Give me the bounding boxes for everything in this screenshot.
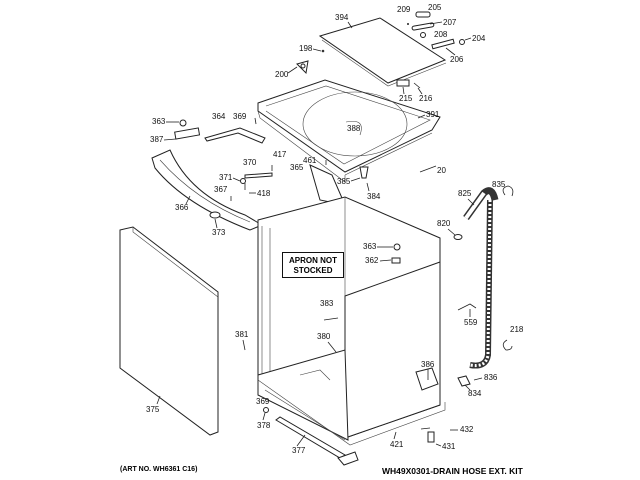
label-363-mid: 363 <box>363 242 377 251</box>
apron-note-line2: STOCKED <box>293 266 333 275</box>
label-204: 204 <box>472 34 486 43</box>
label-20: 20 <box>437 166 446 175</box>
apron-not-stocked-note: APRON NOT STOCKED <box>282 252 344 278</box>
knob-part-200[interactable] <box>296 60 309 75</box>
part-20 <box>419 165 437 173</box>
label-388: 388 <box>347 124 361 133</box>
link-part-370[interactable] <box>230 165 273 201</box>
top-cover-part-391[interactable] <box>257 79 441 183</box>
part-386[interactable] <box>415 367 439 391</box>
label-209: 209 <box>397 5 411 14</box>
part-363[interactable] <box>393 243 401 251</box>
part-559 <box>457 303 477 311</box>
label-371: 371 <box>219 173 233 182</box>
label-367: 367 <box>214 185 228 194</box>
label-835: 835 <box>492 180 506 189</box>
label-380: 380 <box>317 332 331 341</box>
front-panel-part-375[interactable] <box>119 226 219 436</box>
label-378: 378 <box>257 421 271 430</box>
label-385: 385 <box>337 177 351 186</box>
art-number: (ART NO. WH6361 C16) <box>120 466 198 473</box>
part-385[interactable] <box>359 166 369 179</box>
label-364: 364 <box>212 112 226 121</box>
part-373[interactable] <box>209 211 221 219</box>
label-198: 198 <box>299 44 313 53</box>
drain-hose[interactable] <box>463 187 499 369</box>
label-381: 381 <box>235 330 249 339</box>
label-370: 370 <box>243 158 257 167</box>
drain-hose-kit-note: WH49X0301-DRAIN HOSE EXT. KIT <box>382 466 523 476</box>
label-365: 365 <box>290 163 304 172</box>
part-834[interactable] <box>457 375 471 387</box>
part-820[interactable] <box>453 234 463 240</box>
label-369-bottom: 369 <box>256 397 270 406</box>
label-391: 391 <box>426 110 440 119</box>
label-208: 208 <box>434 30 448 39</box>
label-836: 836 <box>484 373 498 382</box>
label-432: 432 <box>460 425 474 434</box>
label-218: 218 <box>510 325 524 334</box>
rail-parts-left[interactable] <box>174 117 266 144</box>
label-834: 834 <box>468 389 482 398</box>
label-207: 207 <box>443 18 457 27</box>
label-373: 373 <box>212 228 226 237</box>
label-369-top: 369 <box>233 112 247 121</box>
part-362[interactable] <box>391 257 401 264</box>
part-431[interactable] <box>427 431 435 443</box>
label-421: 421 <box>390 440 404 449</box>
hinge-parts[interactable] <box>407 11 465 50</box>
label-377: 377 <box>292 446 306 455</box>
label-375: 375 <box>146 405 160 414</box>
label-820: 820 <box>437 219 451 228</box>
label-825: 825 <box>458 189 472 198</box>
clamp-218 <box>502 339 513 351</box>
part-432 <box>420 427 431 430</box>
label-431: 431 <box>442 442 456 451</box>
label-384: 384 <box>367 192 381 201</box>
label-386: 386 <box>421 360 435 369</box>
part-216 <box>413 82 421 89</box>
label-362: 362 <box>365 256 379 265</box>
label-394: 394 <box>335 13 349 22</box>
label-461: 461 <box>303 156 317 165</box>
label-215: 215 <box>399 94 413 103</box>
label-559: 559 <box>464 318 478 327</box>
lid-part-394[interactable] <box>318 17 447 87</box>
clamp-835 <box>502 185 514 197</box>
label-383: 383 <box>320 299 334 308</box>
label-418: 418 <box>257 189 271 198</box>
label-216: 216 <box>419 94 433 103</box>
label-205: 205 <box>428 3 442 12</box>
part-378[interactable] <box>263 407 269 413</box>
part-198 <box>321 49 325 53</box>
base-part-421[interactable] <box>257 349 446 446</box>
label-417: 417 <box>273 150 287 159</box>
label-206: 206 <box>450 55 464 64</box>
apron-note-line1: APRON NOT <box>289 256 337 265</box>
part-215[interactable] <box>396 79 410 87</box>
label-387: 387 <box>150 135 164 144</box>
label-363-top: 363 <box>152 117 166 126</box>
label-366: 366 <box>175 203 189 212</box>
label-200: 200 <box>275 70 289 79</box>
